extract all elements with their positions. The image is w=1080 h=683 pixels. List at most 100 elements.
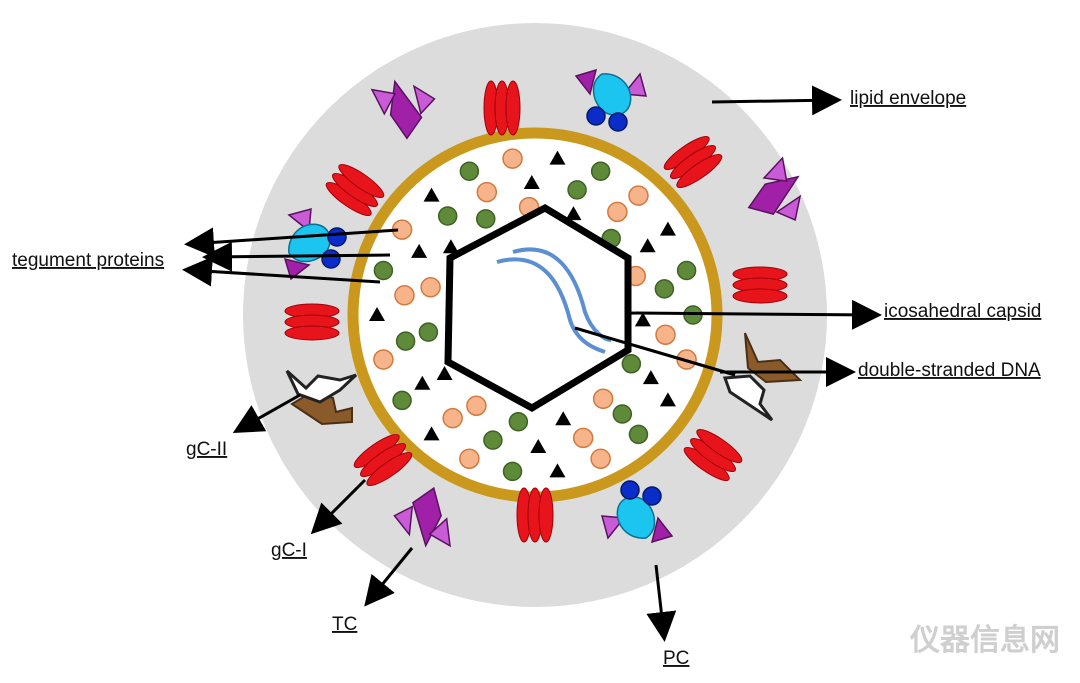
pc-wing (574, 68, 598, 96)
label-double-stranded-dna: double-stranded DNA (858, 360, 1041, 381)
black-triangle-icon (369, 307, 385, 321)
green-particle (395, 331, 416, 351)
gc-i-protein (732, 266, 788, 304)
pc-bead (620, 480, 640, 500)
green-particle (508, 411, 529, 432)
gc-i-segment (732, 288, 788, 304)
tc-wing (393, 505, 414, 537)
green-particle (475, 209, 496, 229)
orange-particle (420, 277, 441, 298)
black-triangle-icon (634, 312, 651, 327)
black-triangle-icon (555, 411, 572, 426)
pc-bead (586, 106, 606, 126)
tc-wing (428, 517, 451, 548)
label-pc: PC (663, 648, 689, 669)
pc-bead (327, 227, 347, 247)
black-triangle-icon (639, 238, 656, 253)
gc-i-protein (325, 163, 385, 217)
leader-lines (182, 85, 882, 642)
gc-i-protein (516, 487, 554, 543)
orange-particle (590, 448, 611, 469)
gc-i-protein (663, 135, 723, 189)
label-gc-ii: gC-II (186, 439, 227, 460)
tegument-particles (369, 148, 703, 482)
black-triangle-icon (423, 187, 440, 202)
black-triangle-icon (565, 206, 582, 221)
orange-particle (655, 324, 676, 345)
pc-wing (650, 516, 674, 544)
icosahedral-capsid (444, 203, 632, 413)
tc-core (389, 79, 423, 140)
orange-particle (466, 395, 487, 416)
orange-particle (628, 185, 649, 206)
green-particle (459, 161, 480, 182)
green-particle (612, 404, 633, 424)
black-triangle-icon (414, 375, 431, 390)
black-triangle-icon (549, 463, 566, 478)
label-lipid-envelope: lipid envelope (850, 88, 966, 109)
tc-wing (775, 194, 802, 222)
pc-bead (608, 112, 628, 132)
gc-i-protein (353, 433, 413, 487)
tc-protein (747, 156, 802, 222)
orange-particle (592, 388, 614, 410)
black-triangle-icon (442, 239, 459, 254)
pc-wing (283, 257, 311, 281)
gc-i-protein (483, 80, 521, 136)
green-particle (392, 390, 412, 411)
watermark: 仪器信息网 (909, 623, 1060, 658)
glycoproteins (283, 68, 802, 548)
gc-i-segment (505, 80, 521, 136)
black-triangle-icon (436, 366, 453, 381)
tc-protein (370, 79, 436, 140)
label-tegument-proteins: tegument proteins (12, 250, 164, 271)
pc-bead (642, 486, 662, 506)
orange-particle (607, 201, 628, 223)
green-particle (567, 180, 587, 200)
tc-core (747, 175, 800, 215)
green-particle (437, 206, 458, 226)
green-particle (373, 260, 394, 281)
orange-particle (502, 148, 523, 169)
orange-particle (373, 349, 394, 370)
gc-i-segment (366, 451, 413, 487)
gc-i-segment (676, 153, 723, 189)
dna-strand-1 (496, 257, 606, 354)
black-triangle-icon (659, 221, 676, 236)
tc-wing (412, 84, 436, 115)
green-particle (628, 424, 649, 445)
tc-wing (762, 156, 788, 182)
gc-ii-right (722, 332, 803, 422)
pc-protein (283, 207, 347, 281)
gc-i-segment (284, 325, 340, 341)
pc-protein (574, 68, 648, 132)
tc-wing (370, 88, 397, 116)
orange-particle (476, 181, 498, 203)
orange-particle (394, 285, 415, 306)
black-triangle-icon (411, 243, 428, 258)
green-particle (654, 279, 675, 299)
black-triangle-icon (530, 438, 547, 453)
pc-protein (600, 480, 674, 544)
tc-core (412, 486, 442, 548)
orange-particle (572, 427, 594, 449)
green-particle (502, 461, 523, 482)
orange-particle (442, 407, 463, 429)
black-triangle-icon (659, 392, 676, 407)
orange-particle (459, 448, 480, 469)
gc-i-segment (538, 487, 554, 543)
black-triangle-icon (549, 150, 566, 165)
green-particle (676, 260, 697, 281)
label-gc-i: gC-I (271, 540, 307, 561)
gc-ii-left (285, 369, 358, 426)
label-tc: TC (332, 614, 357, 635)
gc-i-segment (696, 428, 743, 464)
green-particle (418, 322, 439, 342)
gc-i-protein (683, 428, 743, 482)
gc-i-segment (338, 163, 385, 199)
gc-i-protein (284, 303, 340, 341)
black-triangle-icon (523, 175, 540, 190)
green-particle (483, 430, 503, 450)
black-triangle-icon (642, 370, 659, 385)
